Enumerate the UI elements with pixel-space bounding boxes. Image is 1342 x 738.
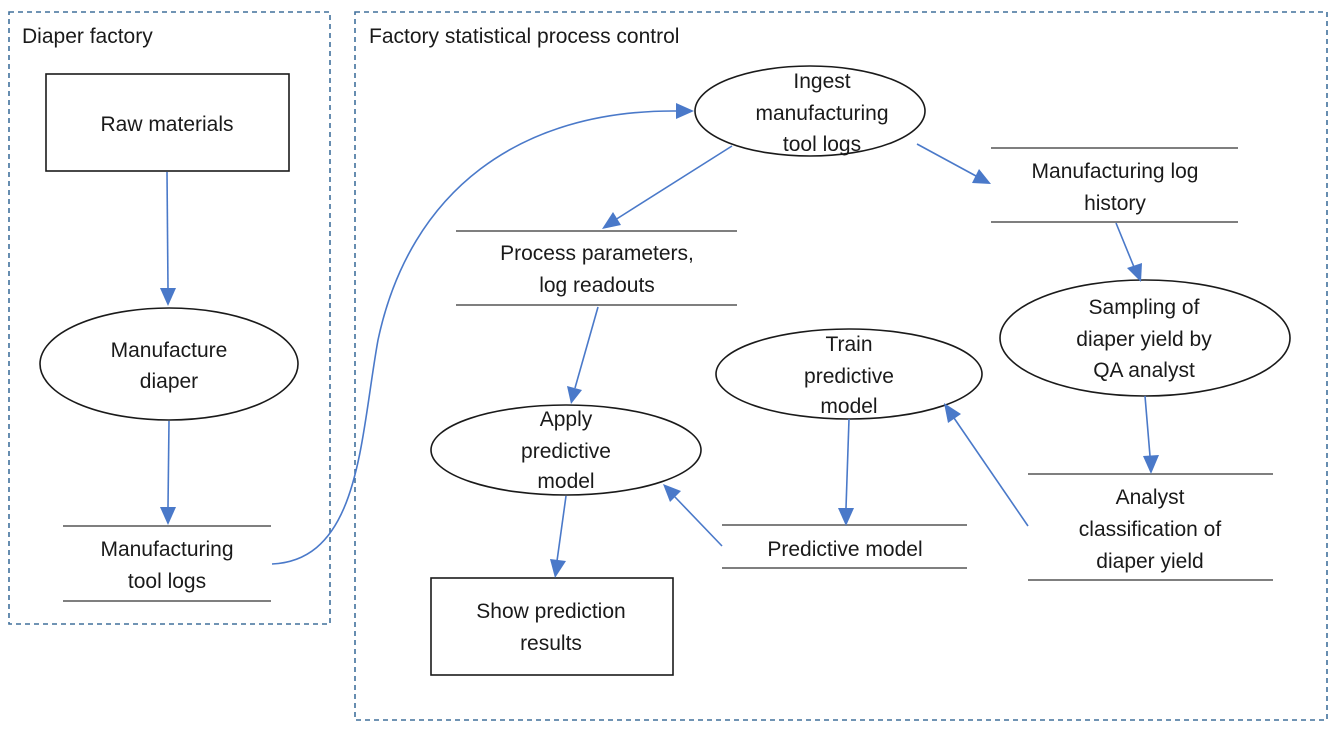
- boundary-label-diaper-factory: Diaper factory: [22, 25, 153, 48]
- train-label-2: predictive: [804, 365, 894, 388]
- flow-classification-to-train: [944, 403, 1029, 527]
- manufacture-diaper-process: [39, 307, 299, 421]
- raw-materials-box: [45, 73, 290, 172]
- manufacture-diaper-label-1: Manufacture: [111, 339, 228, 362]
- manufacturing-tool-logs-store: [63, 525, 271, 602]
- tool-logs-label-1: Manufacturing: [100, 538, 233, 561]
- log-history-label-1: Manufacturing log: [1032, 160, 1199, 183]
- apply-model-process: [430, 404, 702, 496]
- flow-manufacture-to-logs: [160, 420, 176, 525]
- sampling-label-1: Sampling of: [1089, 296, 1200, 319]
- manufacture-diaper-label-2: diaper: [140, 370, 198, 393]
- show-results-label-2: results: [520, 632, 582, 655]
- flow-apply-to-show: [550, 495, 567, 578]
- apply-label-1: Apply: [540, 408, 593, 431]
- boundary-spc: Factory statistical process control: [354, 11, 1328, 721]
- apply-label-2: predictive: [521, 440, 611, 463]
- log-history-store: [991, 147, 1238, 223]
- flow-parameters-to-apply: [567, 306, 599, 404]
- flow-history-to-sampling: [1115, 222, 1142, 282]
- flow-raw-to-manufacture: [160, 171, 176, 306]
- boundary-diaper-factory: Diaper factory: [8, 11, 331, 625]
- boundary-label-spc: Factory statistical process control: [369, 25, 679, 48]
- process-parameters-label-2: log readouts: [539, 274, 655, 297]
- apply-label-3: model: [537, 470, 594, 493]
- flow-ingest-to-history: [916, 143, 991, 184]
- show-results-box: [430, 577, 674, 676]
- process-parameters-label-1: Process parameters,: [500, 242, 694, 265]
- raw-materials-label: Raw materials: [100, 113, 233, 136]
- predictive-model-label: Predictive model: [767, 538, 922, 561]
- show-results-label-1: Show prediction: [476, 600, 625, 623]
- ingest-label-1: Ingest: [793, 70, 850, 93]
- tool-logs-label-2: tool logs: [128, 570, 206, 593]
- flow-logs-to-ingest: [271, 103, 694, 565]
- train-label-1: Train: [825, 333, 872, 356]
- classification-label-1: Analyst: [1116, 486, 1185, 509]
- predictive-model-store: [722, 524, 967, 569]
- ingest-label-2: manufacturing: [755, 102, 888, 125]
- train-label-3: model: [820, 395, 877, 418]
- classification-label-2: classification of: [1079, 518, 1222, 541]
- flow-train-to-predictive: [838, 418, 854, 526]
- log-history-label-2: history: [1084, 192, 1146, 215]
- analyst-classification-store: [1028, 473, 1273, 581]
- sampling-label-2: diaper yield by: [1076, 328, 1212, 351]
- classification-label-3: diaper yield: [1096, 550, 1203, 573]
- flow-sampling-to-classification: [1143, 395, 1159, 474]
- sampling-label-3: QA analyst: [1093, 359, 1195, 382]
- process-parameters-store: [456, 230, 737, 306]
- flow-ingest-to-parameters: [602, 145, 733, 229]
- flow-predictive-to-apply: [663, 484, 723, 547]
- ingest-label-3: tool logs: [783, 133, 861, 156]
- ingest-logs-process: [694, 65, 926, 157]
